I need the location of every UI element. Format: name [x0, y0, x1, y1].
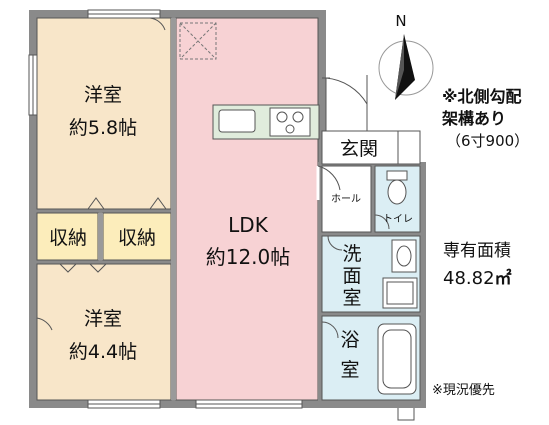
washroom-char-2: 面 [342, 265, 361, 287]
storage-2-label: 収納 [118, 227, 156, 249]
ldk-room [175, 17, 319, 401]
western-room-2-size: 約4.4帖 [69, 341, 137, 363]
floor-area-unit: ㎡ [494, 269, 512, 289]
partition-wall [171, 18, 176, 400]
ldk-size: 約12.0帖 [206, 245, 291, 269]
storage-partition [98, 213, 103, 260]
floor-area: 専有面積 48.82㎡ [443, 238, 512, 293]
toilet-tank-icon [386, 170, 408, 181]
shoe-cabinet [397, 130, 421, 165]
kitchen-sink [218, 109, 256, 133]
door-swings [36, 17, 167, 331]
toilet-icon [387, 179, 407, 205]
western-room-2-name: 洋室 [84, 308, 122, 330]
entrance-door [325, 77, 368, 131]
storage-2 [102, 212, 172, 261]
stove [269, 107, 311, 137]
hall [321, 165, 372, 233]
storage-1 [36, 212, 99, 261]
washing-machine-pan [382, 277, 418, 309]
roof-note-line-2: 架構あり [442, 109, 507, 128]
compass-north-label: N [395, 12, 406, 30]
ldk-name: LDK [228, 213, 269, 237]
bathroom-char-2: 室 [340, 359, 359, 381]
western-room-1 [36, 17, 172, 210]
hall-label: ホール [331, 193, 361, 205]
bathroom-char-1: 浴 [340, 329, 359, 351]
washroom-char-1: 洗 [342, 243, 361, 265]
entrance-label: 玄関 [340, 138, 378, 160]
toilet-label: トイレ [383, 214, 413, 225]
floor-area-value: 48.82 [443, 268, 495, 289]
floor-area-label: 専有面積 [443, 241, 511, 261]
roof-note-line-3: （6寸900） [446, 132, 530, 150]
western-room-1-size: 約5.8帖 [69, 117, 137, 139]
wash-basin [391, 239, 417, 273]
ceiling-hatch [179, 22, 217, 60]
bathtub [377, 323, 417, 395]
western-room-2 [36, 263, 172, 401]
roof-note: ※北側勾配 架構あり （6寸900） [442, 86, 529, 152]
washroom-char-3: 室 [342, 287, 361, 309]
basin-bowl-icon [396, 245, 412, 267]
current-condition-note: ※現況優先 [432, 383, 495, 398]
storage-1-label: 収納 [49, 227, 87, 249]
roof-note-line-1: ※北側勾配 [442, 87, 522, 106]
western-room-1-name: 洋室 [84, 84, 122, 106]
north-compass: N [378, 12, 434, 100]
